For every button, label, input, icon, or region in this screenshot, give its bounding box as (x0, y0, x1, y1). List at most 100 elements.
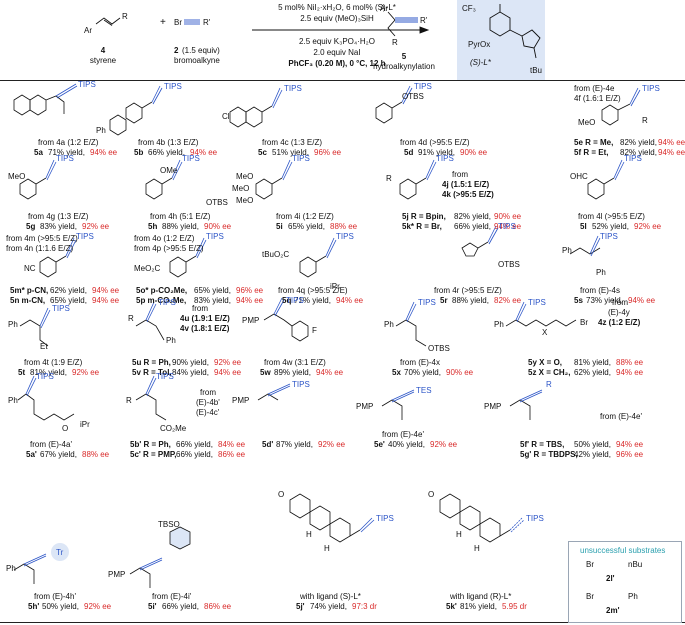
from-5i2: from (E)-4i' (152, 592, 192, 601)
dr-5k2: 5.95 dr (502, 602, 527, 611)
ee-5f: 94% ee (658, 148, 685, 157)
tips-5r: TIPS (498, 222, 516, 231)
note-uv-2: 4u (1.9:1 E/Z) (180, 314, 230, 323)
product-r-label: R (392, 38, 398, 47)
ee-5a: 94% ee (90, 148, 118, 157)
product-label: hydroalkynylation (373, 62, 435, 71)
tips-5s: TIPS (600, 232, 618, 241)
condition-5: PhCF₃ (0.20 M), 0 °C, 12 h (288, 59, 386, 68)
ee-5b2: 84% ee (218, 440, 246, 449)
prod-5b2: 5b' R = Ph, (130, 440, 171, 449)
prod-5s: 5s (574, 296, 583, 305)
yield-5g: 83% yield, (40, 222, 77, 231)
prod-5n: 5n m-CN, (10, 296, 46, 305)
note-mn-1: from 4m (>95:5 E/Z) (6, 234, 78, 243)
from-5e2: from (E)-4e' (382, 430, 424, 439)
note-yz-1: from (612, 298, 628, 307)
co2me-5b2: CO₂Me (160, 424, 187, 433)
prod-5f: 5f R = Et, (574, 148, 609, 157)
ee-5s: 94% ee (628, 296, 656, 305)
ee-5f2: 94% ee (616, 440, 644, 449)
ee-5b: 94% ee (190, 148, 218, 157)
note-ef-1: from (E)-4e (574, 84, 615, 93)
from-5d: from 4d (>95:5 E/Z) (400, 138, 470, 147)
prod-5x: 5x (392, 368, 401, 377)
bromoalkyne-label: bromoalkyne (174, 56, 220, 65)
tbso-5i2: TBSO (158, 520, 180, 529)
from-5k2: with ligand (R)-L* (450, 592, 512, 601)
tips-5x: TIPS (418, 298, 436, 307)
ee-5k: 94% ee (494, 222, 522, 231)
from-5h2: from (E)-4h' (34, 592, 76, 601)
note-yz-2: (E)-4y (608, 308, 630, 317)
yield-5k: 66% yield, (454, 222, 491, 231)
ligand-tbu: tBu (530, 66, 543, 75)
condition-2: 2.5 equiv (MeO)₃SiH (300, 14, 374, 23)
prod-5t: 5t (18, 368, 26, 377)
note-op-2: from 4p (>95:5 E/Z) (134, 244, 204, 253)
yield-5e2: 40% yield, (388, 440, 425, 449)
ee-5y: 88% ee (616, 358, 644, 367)
from-5t: from 4t (1:9 E/Z) (24, 358, 83, 367)
ee-5d: 90% ee (460, 148, 488, 157)
from-5s: from (E)-4s (580, 286, 620, 295)
bottom-divider (0, 622, 685, 623)
ph-5a2: Ph (8, 396, 18, 405)
ee-5g: 92% ee (82, 222, 110, 231)
yield-5n: 65% yield, (50, 296, 87, 305)
yield-5x: 70% yield, (404, 368, 441, 377)
tips-5a2: TIPS (36, 372, 54, 381)
prod-5e: 5e R = Me, (574, 138, 614, 147)
yield-5v: 84% yield, (172, 368, 209, 377)
ph-5h2: Ph (6, 564, 16, 573)
yield-5t: 81% yield, (30, 368, 67, 377)
ligand-label: (S)-L* (470, 58, 491, 67)
ome-5h: OMe (160, 166, 178, 175)
tips-5u: TIPS (158, 298, 176, 307)
bromoalkyne-equiv: (1.5 equiv) (182, 46, 220, 55)
prod-5c: 5c (258, 148, 267, 157)
yield-5a2: 67% yield, (40, 450, 77, 459)
prod-5p: 5p m-CO₂Me, (136, 296, 187, 305)
note-bc-2: (E)-4b' (196, 398, 220, 407)
unsuccessful-title: unsuccessful substrates (580, 546, 666, 555)
ee-5q: 94% ee (336, 296, 364, 305)
r-label: R (122, 12, 128, 21)
ee-5n: 94% ee (92, 296, 120, 305)
yield-5y: 81% yield, (574, 358, 611, 367)
prod-5c2: 5c' R = PMP, (130, 450, 177, 459)
meo-5i-1: MeO (236, 172, 254, 181)
yield-5g2: 42% yield, (574, 450, 611, 459)
tips-5b: TIPS (164, 82, 182, 91)
ph-5s-1: Ph (562, 246, 572, 255)
ligand-panel (457, 0, 545, 80)
prod-5h2: 5h' (28, 602, 40, 611)
ee-5a2: 88% ee (82, 450, 110, 459)
from-5a: from 4a (1:2 E/Z) (38, 138, 99, 147)
prod-5d2: 5d' (262, 440, 274, 449)
prod-5m: 5m* p-CN, (10, 286, 49, 295)
prod-5j2: 5j' (296, 602, 305, 611)
ipr-5q: iPr (330, 282, 340, 291)
ee-5p: 94% ee (236, 296, 264, 305)
unsucc-2l: 2l' (606, 574, 615, 583)
yield-5h2: 50% yield, (42, 602, 79, 611)
yield-5d2: 87% yield, (276, 440, 313, 449)
unsuccessful-panel (568, 541, 682, 623)
note-fg: from (E)-4e' (600, 412, 642, 421)
yield-5r: 88% yield, (452, 296, 489, 305)
ee-5t: 92% ee (72, 368, 100, 377)
otbs-5d: OTBS (402, 92, 424, 101)
tips-5d2: TIPS (292, 380, 310, 389)
ee-5h: 90% ee (204, 222, 232, 231)
prod-5v: 5v R = Tol, (132, 368, 172, 377)
tips-5a: TIPS (78, 80, 96, 89)
ph-5u: Ph (166, 336, 176, 345)
et-5t: Et (40, 342, 48, 351)
ee-5z: 94% ee (616, 368, 644, 377)
yield-5i2: 66% yield, (162, 602, 199, 611)
otbs-5r: OTBS (498, 260, 520, 269)
prod-5z: 5z X = CH₂, (528, 368, 571, 377)
from-5b: from 4b (1:3 E/Z) (138, 138, 199, 147)
ee-5w: 94% ee (316, 368, 344, 377)
